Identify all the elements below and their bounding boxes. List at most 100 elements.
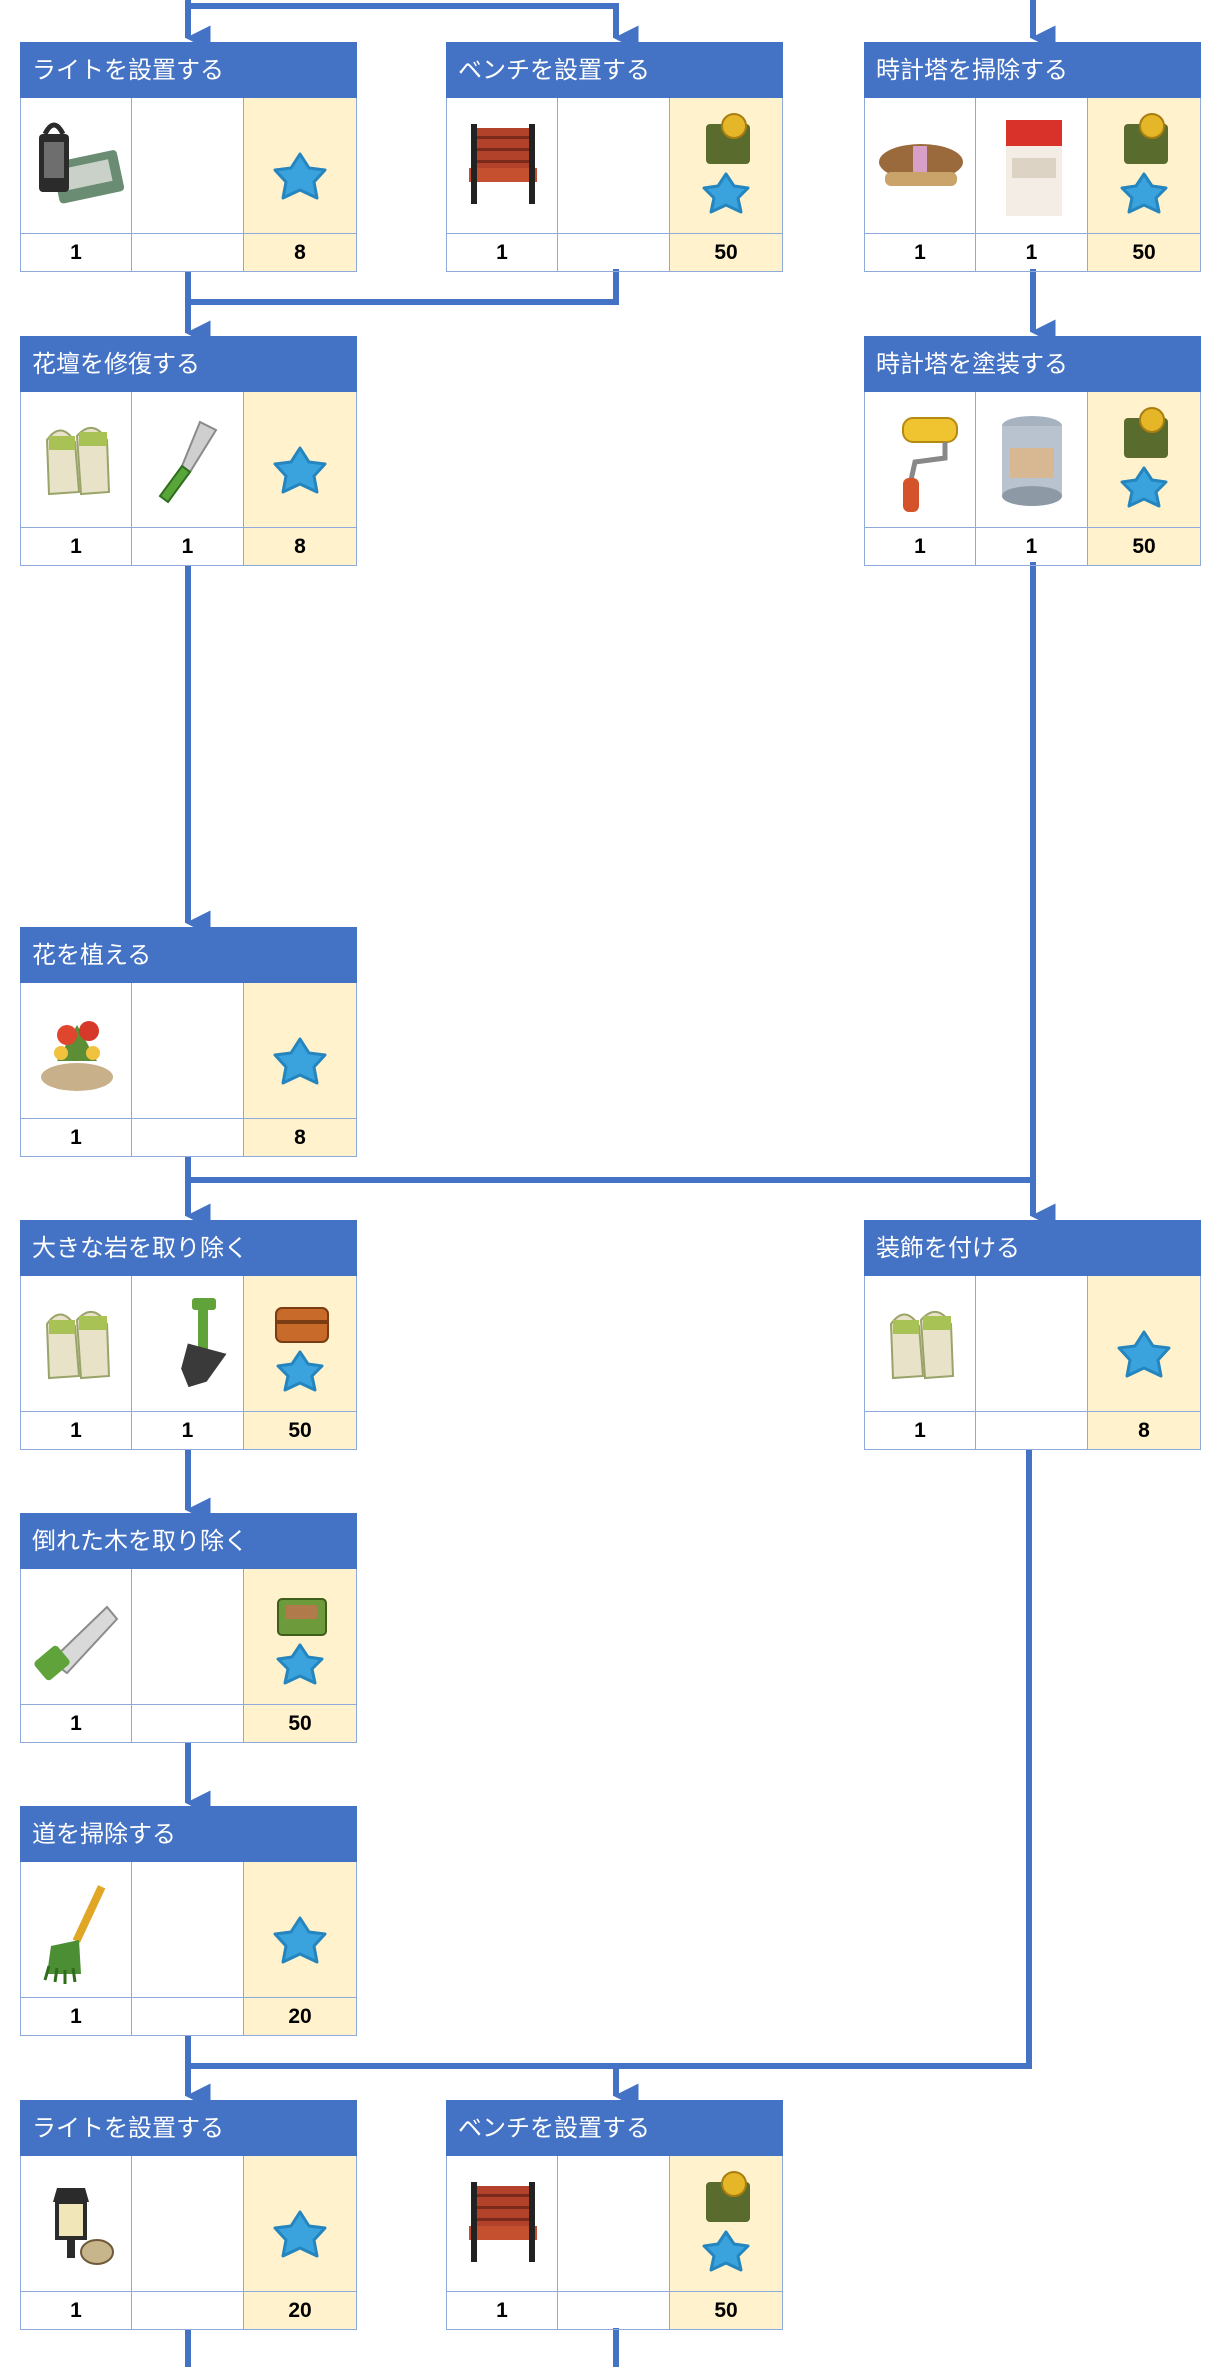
connector-merge-c12 [188,2063,639,2109]
item-count: 1 [20,1705,132,1743]
bench-icon [469,124,537,204]
item-count [558,234,670,272]
item-count [132,234,244,272]
connector-c2-merge [188,269,619,305]
flower-pot-icon [41,1021,113,1091]
item-cell [132,1276,244,1412]
task-card[interactable]: ベンチを設置する 1 50 [446,2100,783,2330]
reward-count: 8 [244,234,357,272]
item-count [132,1119,244,1157]
lantern-toolbox-icon [39,122,125,204]
item-cell [446,98,558,234]
task-title: 花を植える [20,927,357,983]
street-lamp-icon [53,2188,114,2265]
task-title: 時計塔を掃除する [864,42,1201,98]
reward-cell [244,1862,357,1998]
rake-icon [43,1885,106,1984]
item-cell [20,392,132,528]
item-cell [864,98,976,234]
star-icon [273,1916,327,1964]
connector-merge-c8 [188,1177,1056,1229]
task-card[interactable]: ライトを設置する 1 20 [20,2100,357,2330]
reward-cell [670,2156,783,2292]
item-cell-empty [558,2156,670,2292]
star-icon [273,1037,327,1085]
item-count: 1 [976,528,1088,566]
reward-cell [244,98,357,234]
task-title: ライトを設置する [20,2100,357,2156]
task-title: 装飾を付ける [864,1220,1201,1276]
item-cell [20,1569,132,1705]
task-card[interactable]: 時計塔を塗装する 1 1 50 [864,336,1201,566]
item-count: 1 [976,234,1088,272]
task-title: 倒れた木を取り除く [20,1513,357,1569]
task-card[interactable]: 大きな岩を取り除く 1 1 50 [20,1220,357,1450]
reward-count: 8 [244,1119,357,1157]
reward-count: 50 [1088,234,1201,272]
bench-icon [469,2182,537,2262]
item-count: 1 [132,528,244,566]
reward-cell [1088,98,1201,234]
item-count: 1 [864,528,976,566]
reward-count: 20 [244,1998,357,2036]
task-card[interactable]: ベンチを設置する 1 50 [446,42,783,272]
reward-count: 50 [244,1412,357,1450]
reward-count: 8 [1088,1412,1201,1450]
detergent-box-icon [1006,120,1062,216]
item-cell [132,392,244,528]
reward-count: 20 [244,2292,357,2330]
task-title: ベンチを設置する [446,42,783,98]
item-cell-empty [132,98,244,234]
reward-count: 50 [670,234,783,272]
reward-count: 50 [670,2292,783,2330]
paint-roller-icon [902,417,958,512]
item-cell-empty [132,1862,244,1998]
item-count: 1 [20,528,132,566]
star-icon [1117,1330,1171,1378]
item-count: 1 [20,1412,132,1450]
item-count: 1 [20,1119,132,1157]
item-count: 1 [864,1412,976,1450]
item-cell [20,1862,132,1998]
reward-cell [244,392,357,528]
item-cell [864,1276,976,1412]
item-count: 1 [446,2292,558,2330]
connector-c8-merge [610,1450,1032,2069]
item-count [132,2292,244,2330]
task-card[interactable]: 花壇を修復する 1 1 8 [20,336,357,566]
item-cell [976,392,1088,528]
item-cell [20,2156,132,2292]
reward-cell [670,98,783,234]
item-count [976,1412,1088,1450]
item-count: 1 [446,234,558,272]
item-cell [20,98,132,234]
reward-count: 50 [244,1705,357,1743]
item-cell [864,392,976,528]
task-card[interactable]: ライトを設置する 1 8 [20,42,357,272]
task-title: 花壇を修復する [20,336,357,392]
item-cell-empty [132,2156,244,2292]
green-box-star-icon [276,1598,327,1685]
task-card[interactable]: 倒れた木を取り除く 1 50 [20,1513,357,1743]
treasure-chest-star-icon [275,1307,329,1392]
task-card[interactable]: 時計塔を掃除する 1 1 50 [864,42,1201,272]
star-icon [273,152,327,200]
item-cell [20,1276,132,1412]
brush-icon [879,144,963,186]
task-card[interactable]: 装飾を付ける 1 8 [864,1220,1201,1450]
reward-cell [244,983,357,1119]
coin-box-star-icon [702,2171,750,2272]
reward-cell [1088,392,1201,528]
reward-cell [244,1276,357,1412]
reward-cell [1088,1276,1201,1412]
item-count: 1 [864,234,976,272]
reward-cell [244,2156,357,2292]
task-card[interactable]: 花を植える 1 8 [20,927,357,1157]
item-cell [976,98,1088,234]
saw-icon [34,1605,119,1681]
item-count [132,1705,244,1743]
item-cell [446,2156,558,2292]
coin-box-star-icon [1120,113,1168,214]
task-card[interactable]: 道を掃除する 1 20 [20,1806,357,2036]
